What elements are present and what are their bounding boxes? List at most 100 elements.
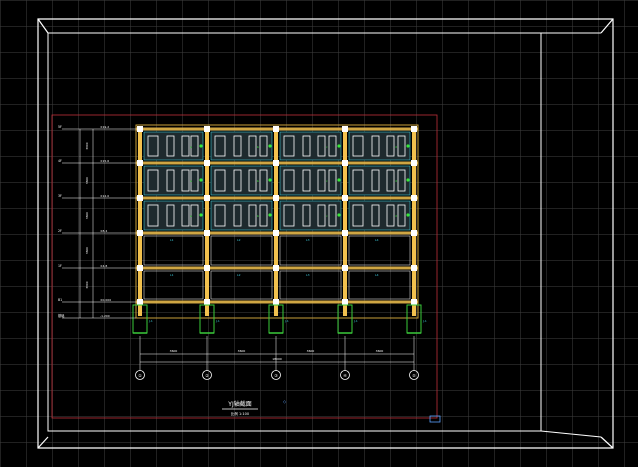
frame-panel <box>210 270 273 300</box>
column-joint <box>342 230 348 236</box>
window-frame <box>352 135 364 157</box>
window-frame <box>328 204 337 227</box>
window-frame <box>386 169 395 192</box>
window-frame <box>259 204 268 227</box>
window-frame <box>181 204 190 227</box>
column-joint <box>342 195 348 201</box>
axis-bubble <box>202 370 212 380</box>
stair-marker <box>337 178 341 182</box>
column-joint <box>137 265 143 271</box>
frame-panel <box>279 270 342 300</box>
bay-label: 3600 <box>307 349 315 353</box>
window-frame <box>302 135 311 157</box>
stair-marker <box>406 144 410 148</box>
room-tag: d <box>395 145 397 149</box>
floor-label: 4F <box>58 159 62 163</box>
column-joint <box>273 299 279 305</box>
column <box>274 126 278 316</box>
room-tag: L3 <box>306 273 310 277</box>
column-joint <box>137 160 143 166</box>
axis-bubble <box>340 370 350 380</box>
room-tag: L4 <box>375 273 379 277</box>
stair-marker <box>199 213 203 217</box>
floor-label: 2F <box>58 229 62 233</box>
stair-marker <box>337 144 341 148</box>
window-frame <box>283 135 295 157</box>
window-frame <box>352 169 364 192</box>
window-frame <box>214 204 226 227</box>
stair-marker <box>268 213 272 217</box>
room-tag: d <box>395 179 397 183</box>
column <box>343 126 347 316</box>
window-frame <box>283 204 295 227</box>
axis-label: ① <box>138 373 142 378</box>
outer-frame <box>37 18 614 449</box>
window-frame <box>283 169 295 192</box>
footing-tag: J-1 <box>422 319 427 323</box>
window-frame <box>302 169 311 192</box>
room-tag: a <box>190 179 192 183</box>
axis-label: ④ <box>343 373 347 378</box>
room-tag: b <box>257 179 259 183</box>
height-label: 3600 <box>85 281 89 288</box>
stair-marker <box>199 144 203 148</box>
room-tag: c <box>326 214 328 218</box>
room-tag: a <box>190 214 192 218</box>
room-tag: d <box>395 214 397 218</box>
level-label: ±8.4 <box>100 229 107 233</box>
column-joint <box>411 230 417 236</box>
window-frame <box>386 135 395 157</box>
left-annotations: 5F±19.24F±15.63F±12.02F±8.41F±4.8B1±0.00… <box>58 125 136 319</box>
frame-panel <box>279 235 342 266</box>
scale-marker: ◇ <box>283 399 287 404</box>
bay-label: 3600 <box>170 349 178 353</box>
height-label: 3600 <box>85 212 89 219</box>
room-tag: a <box>190 145 192 149</box>
axis-label: ③ <box>274 373 278 378</box>
wall-panel <box>348 165 411 196</box>
floor-label: 3F <box>58 194 62 198</box>
frame-panel <box>143 235 204 266</box>
level-label: -1.200 <box>100 314 110 318</box>
window-frame <box>147 135 159 157</box>
room-tag: c <box>326 145 328 149</box>
inner-frame <box>47 32 602 438</box>
column-joint <box>411 299 417 305</box>
wall-panel <box>348 200 411 231</box>
level-label: ±15.6 <box>100 159 109 163</box>
footing-tag: J-1 <box>284 319 289 323</box>
room-tag: L2 <box>237 238 241 242</box>
floor-label: 5F <box>58 125 62 129</box>
room-tag: b <box>257 214 259 218</box>
axis-label: ② <box>205 373 209 378</box>
floor-label: 基础 <box>58 313 64 318</box>
column-joint <box>204 265 210 271</box>
section-outline <box>135 124 419 319</box>
window-frame <box>190 169 199 192</box>
floor-label: 1F <box>58 264 62 268</box>
column-joint <box>411 160 417 166</box>
bay-label: 3600 <box>238 349 246 353</box>
room-tag: c <box>326 179 328 183</box>
stair-marker <box>406 213 410 217</box>
window-frame <box>233 204 242 227</box>
window-frame <box>147 169 159 192</box>
window-frame <box>352 204 364 227</box>
room-tag: L2 <box>237 273 241 277</box>
column-joint <box>204 195 210 201</box>
wall-panel <box>210 200 273 231</box>
window-frame <box>397 204 406 227</box>
wall-panel <box>143 165 204 196</box>
wall-panel <box>210 131 273 161</box>
window-frame <box>190 204 199 227</box>
view-marker[interactable] <box>429 415 441 423</box>
wall-panel <box>143 200 204 231</box>
axis-bubble <box>409 370 419 380</box>
stair-marker <box>199 178 203 182</box>
floor-label: B1 <box>58 298 62 302</box>
footing-tag: J-1 <box>353 319 358 323</box>
level-label: ±12.0 <box>100 194 109 198</box>
stair-marker <box>268 178 272 182</box>
